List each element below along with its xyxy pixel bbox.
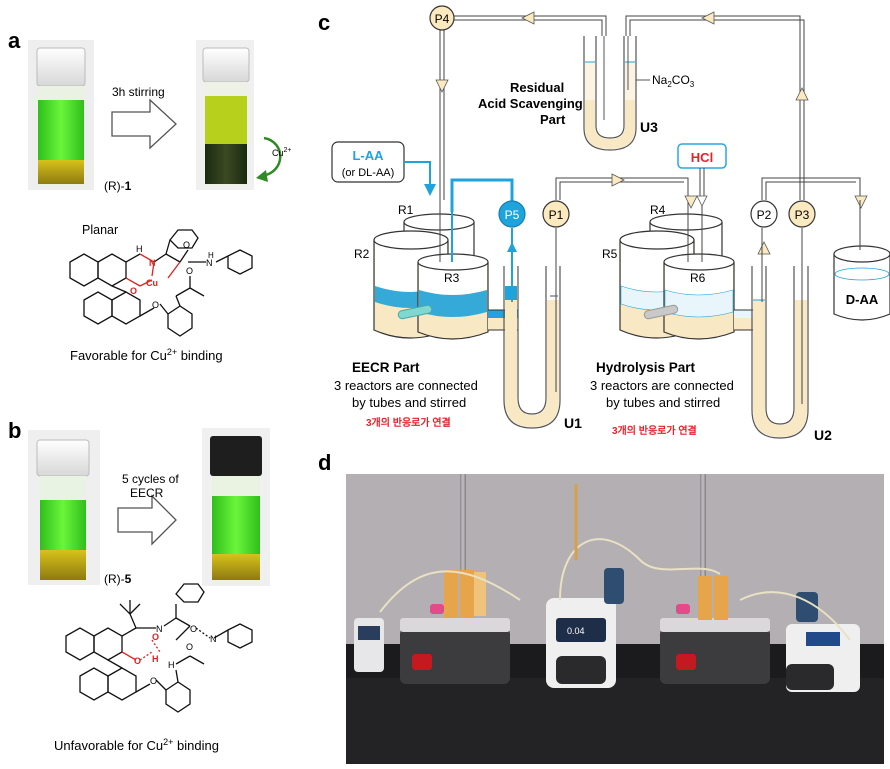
tubing — [439, 15, 861, 230]
svg-text:P5: P5 — [505, 208, 520, 222]
residual-line-1: Residual — [510, 80, 564, 95]
reactor-r1-label: R1 — [398, 203, 414, 217]
residual-line-2: Acid Scavenging — [478, 96, 583, 111]
reactor-r6-label: R6 — [690, 271, 706, 285]
lab-photo: 0.04 — [346, 474, 884, 764]
eecr-arrow-text-1: 5 cycles of — [122, 472, 179, 486]
stirring-arrow: 3h stirring — [111, 85, 177, 150]
svg-text:L-AA: L-AA — [352, 148, 384, 163]
panel-c: c Na2CO3 Residual Ac — [318, 5, 890, 443]
panel-b: b 5 cycles of EECR (R)-5 — [8, 418, 270, 753]
svg-text:D-AA: D-AA — [846, 292, 879, 307]
hydrolysis-desc-1: 3 reactors are connected — [590, 378, 734, 393]
pump-p1: P1 — [542, 200, 570, 228]
svg-text:H: H — [136, 244, 143, 254]
reactor-r4-label: R4 — [650, 203, 666, 217]
cu-addition-arrow: Cu2+ — [256, 136, 292, 182]
reactor-r3-label: R3 — [444, 271, 460, 285]
svg-text:N: N — [156, 624, 163, 634]
svg-text:H: H — [168, 660, 175, 670]
structure-a-atoms: H N O Cu O N H O O — [130, 240, 214, 310]
na2co3-label: Na2CO3 — [652, 73, 695, 89]
caption-b: Unfavorable for Cu2+ binding — [54, 737, 219, 753]
svg-text:(or DL-AA): (or DL-AA) — [342, 167, 395, 179]
eecr-desc-2: by tubes and stirred — [352, 395, 466, 410]
svg-text:O: O — [186, 266, 193, 276]
panel-a: a 3h stirring (R)-1 Cu2+ — [8, 28, 292, 363]
svg-text:O: O — [186, 642, 193, 652]
svg-text:N: N — [210, 634, 217, 644]
u1-label: U1 — [564, 415, 582, 431]
structure-b — [65, 583, 253, 713]
vial-photo-b-after — [202, 428, 270, 586]
svg-text:H: H — [208, 251, 214, 260]
p5-return-tube — [450, 178, 514, 212]
u2-tube — [751, 228, 809, 439]
svg-text:N: N — [206, 258, 213, 268]
svg-text:O: O — [152, 300, 159, 310]
panel-d-label: d — [318, 450, 331, 475]
hydrolysis-desc-2: by tubes and stirred — [606, 395, 720, 410]
svg-text:O: O — [150, 676, 157, 686]
svg-text:HCl: HCl — [691, 150, 713, 165]
u3-label: U3 — [640, 119, 658, 135]
hydrolysis-korean-note: 3개의 반응로가 연결 — [612, 424, 697, 437]
cu-label: Cu2+ — [272, 147, 292, 158]
reactor-r5-label: R5 — [602, 247, 618, 261]
u2-label: U2 — [814, 427, 832, 443]
reactor-r2-label: R2 — [354, 247, 370, 261]
compound-b-label: (R)-5 — [104, 572, 132, 586]
pump-display-value: 0.04 — [567, 626, 585, 636]
eecr-arrow: 5 cycles of EECR — [117, 472, 179, 546]
eecr-korean-note: 3개의 반응로가 연결 — [366, 416, 451, 429]
svg-text:O: O — [130, 286, 137, 296]
eecr-arrow-text-2: EECR — [130, 486, 164, 500]
compound-a-label: (R)-1 — [104, 179, 132, 193]
panel-a-label: a — [8, 28, 21, 53]
caption-a: Favorable for Cu2+ binding — [70, 347, 223, 363]
pump-p3: P3 — [788, 200, 816, 228]
svg-text:N: N — [149, 258, 156, 268]
stirring-label: 3h stirring — [112, 85, 165, 99]
eecr-title: EECR Part — [352, 360, 420, 375]
svg-text:O: O — [134, 656, 141, 666]
svg-text:P3: P3 — [795, 208, 810, 222]
panel-c-label: c — [318, 10, 330, 35]
hydrolysis-title: Hydrolysis Part — [596, 360, 696, 375]
vial-photo-b-before — [28, 430, 100, 585]
svg-text:H: H — [152, 654, 159, 664]
vial-photo-a-before — [28, 40, 94, 190]
laa-input-box: L-AA (or DL-AA) — [331, 141, 436, 196]
pump-p5: P5 — [498, 200, 526, 228]
svg-text:P2: P2 — [757, 208, 772, 222]
eecr-reactors — [373, 200, 518, 340]
panel-d: d 0.04 — [318, 450, 884, 764]
structure-a — [69, 229, 253, 337]
pump-p4: P4 — [429, 5, 455, 31]
u1-tube — [503, 228, 561, 429]
daa-collector: D-AA — [833, 200, 890, 321]
pump-p2: P2 — [750, 200, 778, 228]
svg-text:O: O — [152, 632, 159, 642]
svg-text:O: O — [190, 624, 197, 634]
hydrolysis-reactors — [619, 206, 756, 340]
u3-scavenger: Na2CO3 — [583, 36, 695, 151]
svg-text:P4: P4 — [435, 12, 450, 26]
svg-text:P1: P1 — [549, 208, 564, 222]
structure-a-title: Planar — [82, 223, 118, 237]
eecr-desc-1: 3 reactors are connected — [334, 378, 478, 393]
hcl-input-box: HCl — [677, 143, 727, 207]
flow-arrows — [435, 11, 868, 255]
svg-text:O: O — [183, 240, 190, 250]
panel-b-label: b — [8, 418, 21, 443]
vial-photo-a-after — [196, 40, 254, 190]
residual-line-3: Part — [540, 112, 566, 127]
svg-text:Cu: Cu — [146, 278, 158, 288]
structure-b-atoms: N O O H O N H O O — [134, 624, 217, 686]
